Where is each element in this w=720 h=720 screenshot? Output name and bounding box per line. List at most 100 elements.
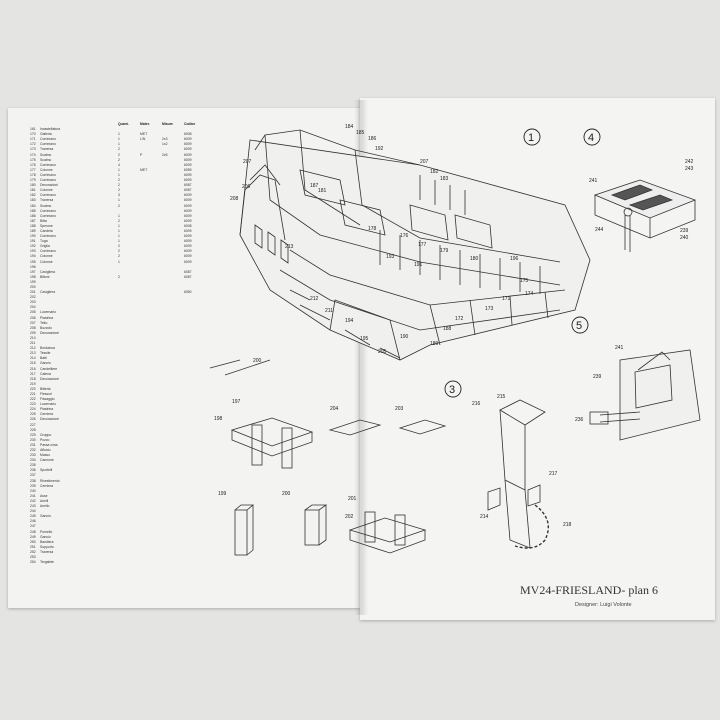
parts-table-row: 208 Bozzolo (30, 326, 230, 331)
parts-cell: Traversa (40, 198, 54, 203)
parts-cell: 182 (30, 193, 36, 198)
parts-cell: 1 (118, 198, 120, 203)
parts-cell: Cannone (40, 458, 54, 463)
parts-cell: 174 (30, 152, 36, 157)
parts-cell: Traversa (40, 147, 54, 152)
svg-text:4: 4 (588, 132, 594, 144)
parts-cell: Cerniera (40, 412, 54, 417)
part-201-202-drawing (348, 511, 427, 554)
parts-table-row: 240 (30, 489, 230, 494)
parts-cell: 250 (30, 539, 36, 544)
parts-cell: Bordatura (40, 346, 55, 351)
part-199-drawing (234, 504, 255, 556)
parts-cell: 202 (30, 295, 36, 300)
svg-text:190: 190 (400, 334, 409, 340)
svg-text:182: 182 (430, 169, 439, 175)
svg-text:172: 172 (455, 316, 464, 322)
parts-cell: Piastrina (40, 407, 54, 412)
svg-text:192: 192 (375, 146, 384, 152)
parts-cell: 2 (118, 218, 120, 223)
svg-text:203: 203 (395, 406, 404, 412)
parts-cell: 208 (30, 325, 36, 330)
parts-cell: 6009 (184, 208, 192, 213)
svg-text:198: 198 (214, 416, 223, 422)
parts-cell: 6009 (184, 137, 192, 142)
parts-cell: 2 (118, 183, 120, 188)
parts-cell: 6009 (184, 162, 192, 167)
parts-cell: 2 (118, 152, 120, 157)
parts-cell: 197 (30, 269, 36, 274)
part-200-drawing (304, 504, 328, 546)
parts-cell: 1 (118, 259, 120, 264)
parts-cell: Scalmo (40, 152, 52, 157)
bitt-197-198-drawing (230, 417, 314, 469)
parts-cell: 240 (30, 488, 36, 493)
parts-cell: 177 (30, 167, 36, 172)
parts-cell: 1 (118, 132, 120, 137)
parts-cell: 6009 (184, 193, 192, 198)
parts-cell: 230 (30, 437, 36, 442)
parts-column-header: Codice (184, 122, 196, 126)
svg-text:186: 186 (368, 136, 377, 142)
parts-cell: 206 (30, 315, 36, 320)
parts-cell: 223 (30, 402, 36, 407)
parts-cell: 6087 (184, 188, 192, 193)
parts-cell: 6009 (184, 178, 192, 183)
parts-cell: 254 (30, 560, 36, 565)
fig4-hinge-drawing (593, 179, 697, 252)
parts-cell: 6009 (184, 218, 192, 223)
parts-cell: 6009 (184, 213, 192, 218)
fig3-post-drawing (487, 399, 549, 549)
parts-cell: Griglia (40, 244, 50, 249)
parts-cell: 2x3 (162, 137, 168, 142)
parts-cell: 6009 (184, 234, 192, 239)
parts-cell: Bozzolo (40, 325, 53, 330)
svg-text:243: 243 (685, 166, 694, 172)
figure-part-labels: 184 185 186 192 207 182 183 207 206 208 … (214, 124, 694, 528)
parts-cell: 6009 (184, 259, 192, 264)
parts-cell: Cavigliera (40, 269, 56, 274)
parts-cell: 226 (30, 417, 36, 422)
parts-cell: 186 (30, 213, 36, 218)
parts-cell: Battì (40, 356, 47, 361)
parts-cell: Colonne (40, 254, 53, 259)
parts-cell: 196 (30, 264, 36, 269)
parts-cell: 6009 (184, 203, 192, 208)
parts-cell: Tergalete (40, 560, 54, 565)
parts-cell: Supporto (40, 544, 54, 549)
svg-text:236: 236 (575, 417, 584, 423)
parts-cell: 6009 (184, 228, 192, 233)
svg-text:240: 240 (680, 235, 689, 241)
parts-cell: 198 (30, 274, 36, 279)
svg-text:213: 213 (285, 244, 294, 250)
svg-text:178: 178 (368, 226, 377, 232)
parts-cell: 172 (30, 142, 36, 147)
parts-cell: 244 (30, 509, 36, 514)
parts-table-row: 219 (30, 382, 230, 387)
svg-text:199: 199 (218, 491, 227, 497)
svg-text:202: 202 (345, 514, 354, 520)
parts-cell: 2 (118, 203, 120, 208)
parts-cell: Corrimano (40, 178, 56, 183)
